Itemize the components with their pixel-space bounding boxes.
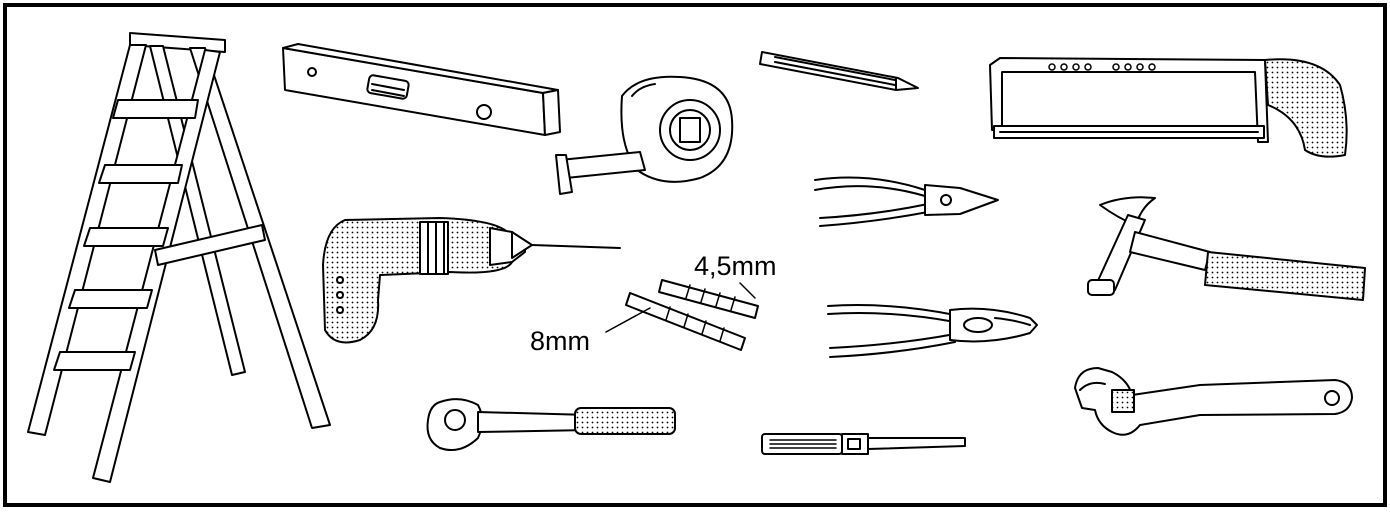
tape-measure-icon (555, 75, 734, 195)
side-cutter-pliers-icon (814, 176, 999, 227)
hacksaw-icon (989, 57, 1348, 158)
plug-small-label: 8mm (530, 326, 590, 356)
slip-joint-pliers-icon (827, 304, 1038, 358)
electric-drill-icon (322, 217, 621, 344)
ratchet-wrench-icon (426, 398, 676, 451)
step-ladder-icon (27, 32, 331, 483)
screwdriver-icon (761, 433, 966, 455)
wall-plug-icon (605, 279, 759, 351)
adjustable-wrench-icon (1074, 367, 1353, 436)
hammer-icon (1087, 196, 1366, 301)
pencil-icon (759, 51, 919, 91)
plug-large-label: 4,5mm (694, 251, 777, 281)
spirit-level-icon (282, 43, 561, 136)
